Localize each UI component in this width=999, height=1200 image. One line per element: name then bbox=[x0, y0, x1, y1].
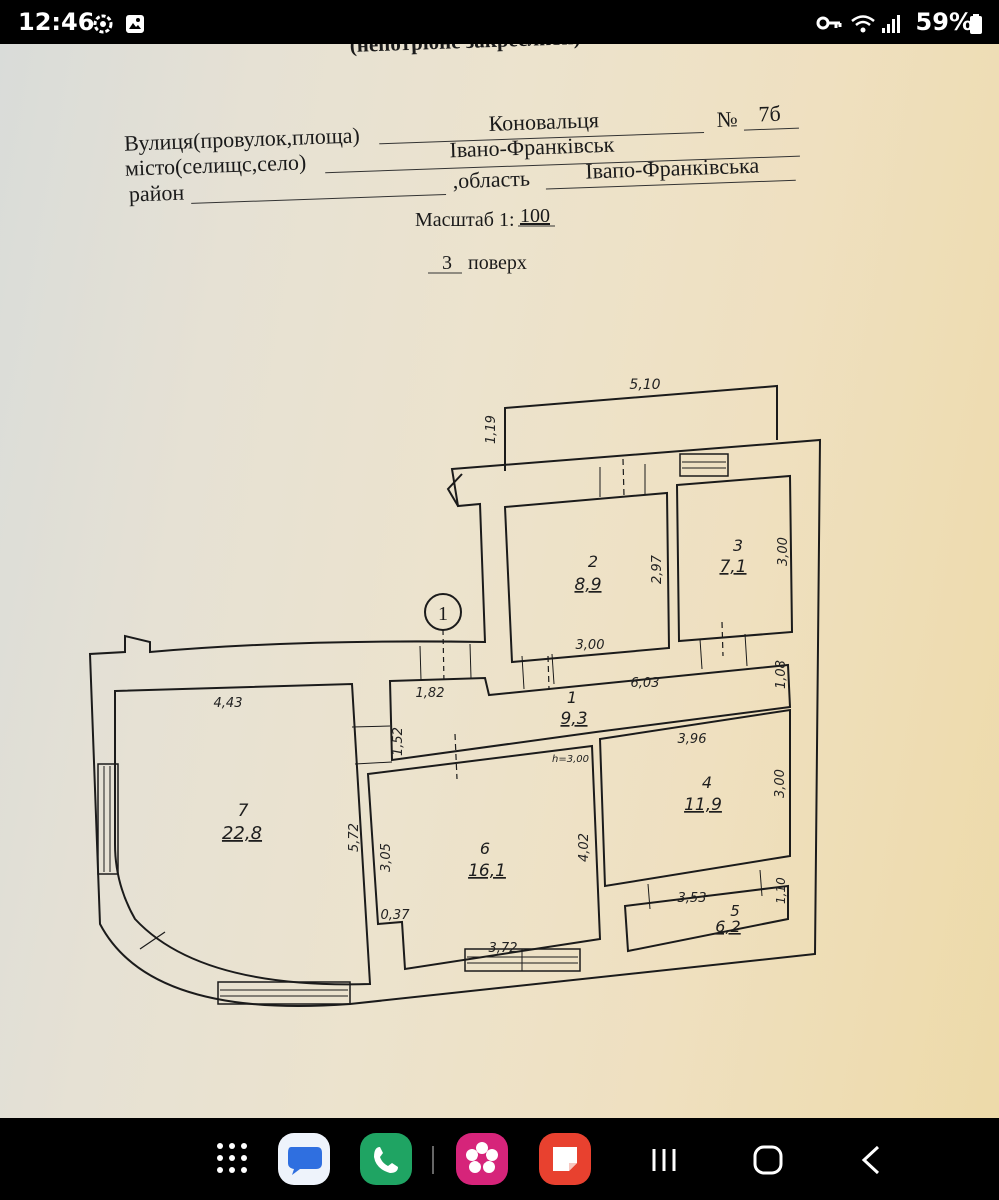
room-4-number: 4 bbox=[702, 773, 712, 792]
floor-label: поверх bbox=[468, 252, 527, 274]
photo-viewer[interactable]: (непотрібне закреслити) Вулиця(провулок,… bbox=[0, 44, 999, 1118]
dimension-balcony-width: 5,10 bbox=[629, 377, 660, 393]
room-6-area: 16,1 bbox=[468, 861, 506, 881]
room-3-number: 3 bbox=[733, 536, 743, 555]
navigation-bar bbox=[0, 1118, 999, 1200]
dimension-room-4-height: 3,00 bbox=[773, 769, 788, 798]
scale-label: Масштаб 1: bbox=[415, 209, 515, 231]
dimension-room-6-left: 3,05 bbox=[379, 843, 394, 872]
city-value: Івано-Франківськ bbox=[449, 132, 615, 163]
battery-icon bbox=[970, 14, 982, 34]
dimension-room-6-right: 4,02 bbox=[577, 833, 592, 862]
floor-plan-document: (непотрібне закреслити) Вулиця(провулок,… bbox=[88, 44, 822, 1007]
room-3-area: 7,1 bbox=[719, 557, 746, 577]
phone-app-icon[interactable] bbox=[360, 1133, 412, 1185]
floor-number: 3 bbox=[442, 252, 452, 274]
room-5-number: 5 bbox=[730, 902, 740, 920]
dimension-room-6-width: 3,72 bbox=[489, 941, 518, 956]
nav-divider bbox=[432, 1146, 434, 1174]
blossom-app-icon[interactable] bbox=[456, 1133, 508, 1185]
axis-marker-label: 1 bbox=[438, 603, 448, 625]
header-cut-text: (непотрібне закреслити) bbox=[349, 44, 581, 57]
dimension-corridor-depth: 1,08 bbox=[774, 660, 789, 689]
room-1-outline bbox=[388, 663, 792, 762]
dimension-balcony-depth: 1,19 bbox=[484, 415, 499, 444]
dimension-room-7-height: 5,72 bbox=[347, 823, 362, 852]
dimension-room-4-width: 3,96 bbox=[678, 732, 707, 747]
settings-notification-icon bbox=[93, 14, 113, 34]
room-6-height-note: h=3,00 bbox=[552, 754, 589, 765]
dimension-room-6-jog: 0,37 bbox=[381, 908, 411, 923]
room-2-area: 8,9 bbox=[574, 575, 601, 595]
dimension-corridor-length: 6,03 bbox=[631, 676, 660, 691]
room-5-outline bbox=[623, 884, 789, 953]
room-7-area: 22,8 bbox=[222, 823, 262, 844]
dimension-entry-width: 1,82 bbox=[416, 686, 445, 701]
dimension-room-2-width: 3,00 bbox=[576, 638, 605, 653]
dimension-room-2-height: 2,97 bbox=[650, 554, 665, 584]
clock: 12:46 bbox=[18, 8, 95, 36]
room-2-number: 2 bbox=[588, 552, 598, 571]
room-4-outline bbox=[598, 708, 791, 888]
room-6-outline bbox=[366, 744, 602, 971]
dimension-room-7-width: 4,43 bbox=[214, 696, 243, 711]
status-bar: 12:46 59% bbox=[0, 0, 999, 44]
number-label: № bbox=[716, 106, 738, 132]
room-4-area: 11,9 bbox=[684, 795, 722, 815]
room-1-area: 9,3 bbox=[560, 709, 587, 729]
dimension-room-5-width: 3,53 bbox=[678, 891, 707, 906]
back-button[interactable] bbox=[858, 1144, 884, 1176]
battery-percent: 59% bbox=[915, 8, 973, 36]
notes-app-icon[interactable] bbox=[539, 1133, 591, 1185]
number-value: 7б bbox=[758, 101, 781, 127]
room-5-area: 6,2 bbox=[715, 917, 740, 936]
room-3-outline bbox=[675, 474, 794, 643]
region-label: ,область bbox=[452, 166, 530, 194]
city-label: місто(селищс,село) bbox=[125, 149, 307, 180]
dimension-entry-depth: 1,52 bbox=[391, 727, 406, 756]
region-value: Івапо-Франківська bbox=[585, 153, 760, 184]
apps-grid-icon[interactable] bbox=[214, 1140, 250, 1176]
street-value: Коновальця bbox=[488, 107, 599, 136]
gallery-notification-icon bbox=[126, 15, 144, 33]
dimension-room-3-height: 3,00 bbox=[776, 537, 791, 566]
room-7-number: 7 bbox=[238, 801, 249, 821]
room-2-outline bbox=[503, 491, 671, 664]
district-label: район bbox=[128, 180, 184, 207]
home-button[interactable] bbox=[752, 1144, 784, 1176]
scale-value: 100 bbox=[520, 205, 550, 227]
room-1-number: 1 bbox=[567, 688, 577, 707]
room-6-number: 6 bbox=[480, 839, 490, 858]
wifi-icon bbox=[851, 15, 875, 33]
messages-app-icon[interactable] bbox=[278, 1133, 330, 1185]
floor-plan bbox=[88, 384, 822, 1007]
key-icon bbox=[816, 16, 842, 30]
signal-icon bbox=[882, 15, 900, 33]
dimension-room-5-depth: 1,10 bbox=[774, 877, 788, 904]
recent-apps-button[interactable] bbox=[648, 1146, 680, 1174]
